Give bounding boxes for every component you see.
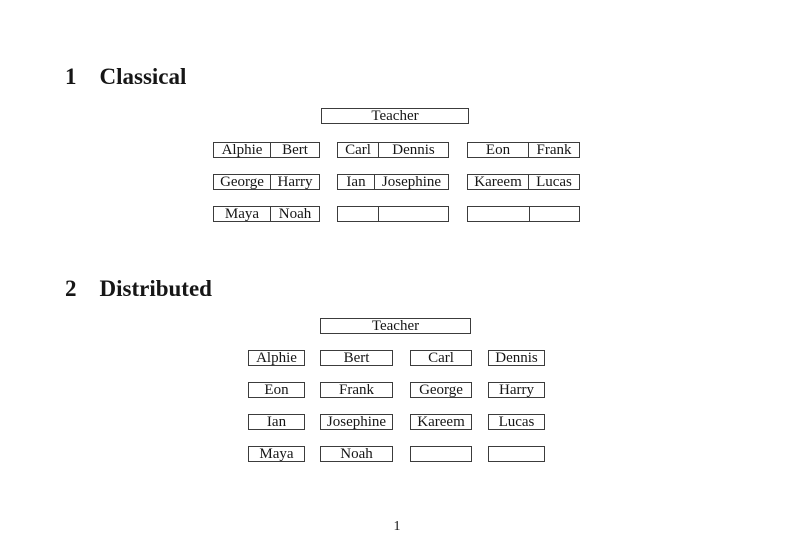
seat-label: Kareem: [417, 415, 465, 429]
seat-label: Kareem: [468, 175, 529, 189]
seat-label: Dennis: [392, 143, 435, 157]
teacher-box: Teacher: [320, 318, 471, 334]
desk: Alphie Bert: [213, 142, 320, 158]
seat-label: Teacher: [371, 109, 419, 123]
desk: Ian: [248, 414, 305, 430]
seat-label: Lucas: [536, 175, 572, 189]
seat-label: Bert: [343, 351, 370, 365]
desk: Bert: [320, 350, 393, 366]
desk: Maya: [248, 446, 305, 462]
seat-label: Teacher: [371, 319, 420, 333]
seat-label: Harry: [499, 383, 534, 397]
seat-label: Josephine: [326, 415, 387, 429]
empty-seat: [411, 447, 471, 461]
desk: George: [410, 382, 472, 398]
seat-label: Frank: [536, 143, 572, 157]
seat-label: Ian: [338, 175, 375, 189]
seat-label: Eon: [264, 383, 289, 397]
seat-label: George: [214, 175, 271, 189]
seat-label: Noah: [278, 207, 312, 221]
desk: Carl Dennis: [337, 142, 449, 158]
seat-label: Alphie: [214, 143, 271, 157]
desk: Noah: [320, 446, 393, 462]
seat-label: Harry: [277, 175, 313, 189]
seat-label: Ian: [266, 415, 287, 429]
desk: Carl: [410, 350, 472, 366]
desk: Eon: [248, 382, 305, 398]
desk: [467, 206, 580, 222]
desk: Kareem Lucas: [467, 174, 580, 190]
desk: Maya Noah: [213, 206, 320, 222]
seat-label: Frank: [339, 383, 374, 397]
desk: Alphie: [248, 350, 305, 366]
section-number: 2: [65, 276, 77, 301]
desk: Frank: [320, 382, 393, 398]
desk: Lucas: [488, 414, 545, 430]
seat-label: Josephine: [381, 175, 442, 189]
desk: [337, 206, 449, 222]
desk: Kareem: [410, 414, 472, 430]
desk: Eon Frank: [467, 142, 580, 158]
desk: George Harry: [213, 174, 320, 190]
section-number: 1: [65, 64, 77, 89]
desk: [488, 446, 545, 462]
seat-label: Bert: [282, 143, 308, 157]
empty-seat: [489, 447, 544, 461]
seat-label: George: [419, 383, 463, 397]
desk: Harry: [488, 382, 545, 398]
seat-label: Carl: [428, 351, 454, 365]
seat-label: Carl: [338, 143, 379, 157]
desk: Dennis: [488, 350, 545, 366]
empty-seat: [338, 207, 379, 221]
seat-label: Noah: [340, 447, 373, 461]
seat-label: Eon: [468, 143, 529, 157]
page-number: 1: [393, 519, 401, 534]
desk: Josephine: [320, 414, 393, 430]
seat-label: Lucas: [498, 415, 535, 429]
section-title: Distributed: [99, 276, 212, 301]
section-heading-distributed: 2 Distributed: [65, 277, 212, 300]
desk: Ian Josephine: [337, 174, 449, 190]
seat-label: Maya: [259, 447, 294, 461]
section-heading-classical: 1 Classical: [65, 65, 186, 88]
seat-label: Dennis: [495, 351, 538, 365]
seat-label: Maya: [214, 207, 271, 221]
section-title: Classical: [99, 64, 187, 89]
seat-label: Alphie: [256, 351, 297, 365]
desk: [410, 446, 472, 462]
empty-seat: [468, 207, 530, 221]
teacher-box: Teacher: [321, 108, 469, 124]
